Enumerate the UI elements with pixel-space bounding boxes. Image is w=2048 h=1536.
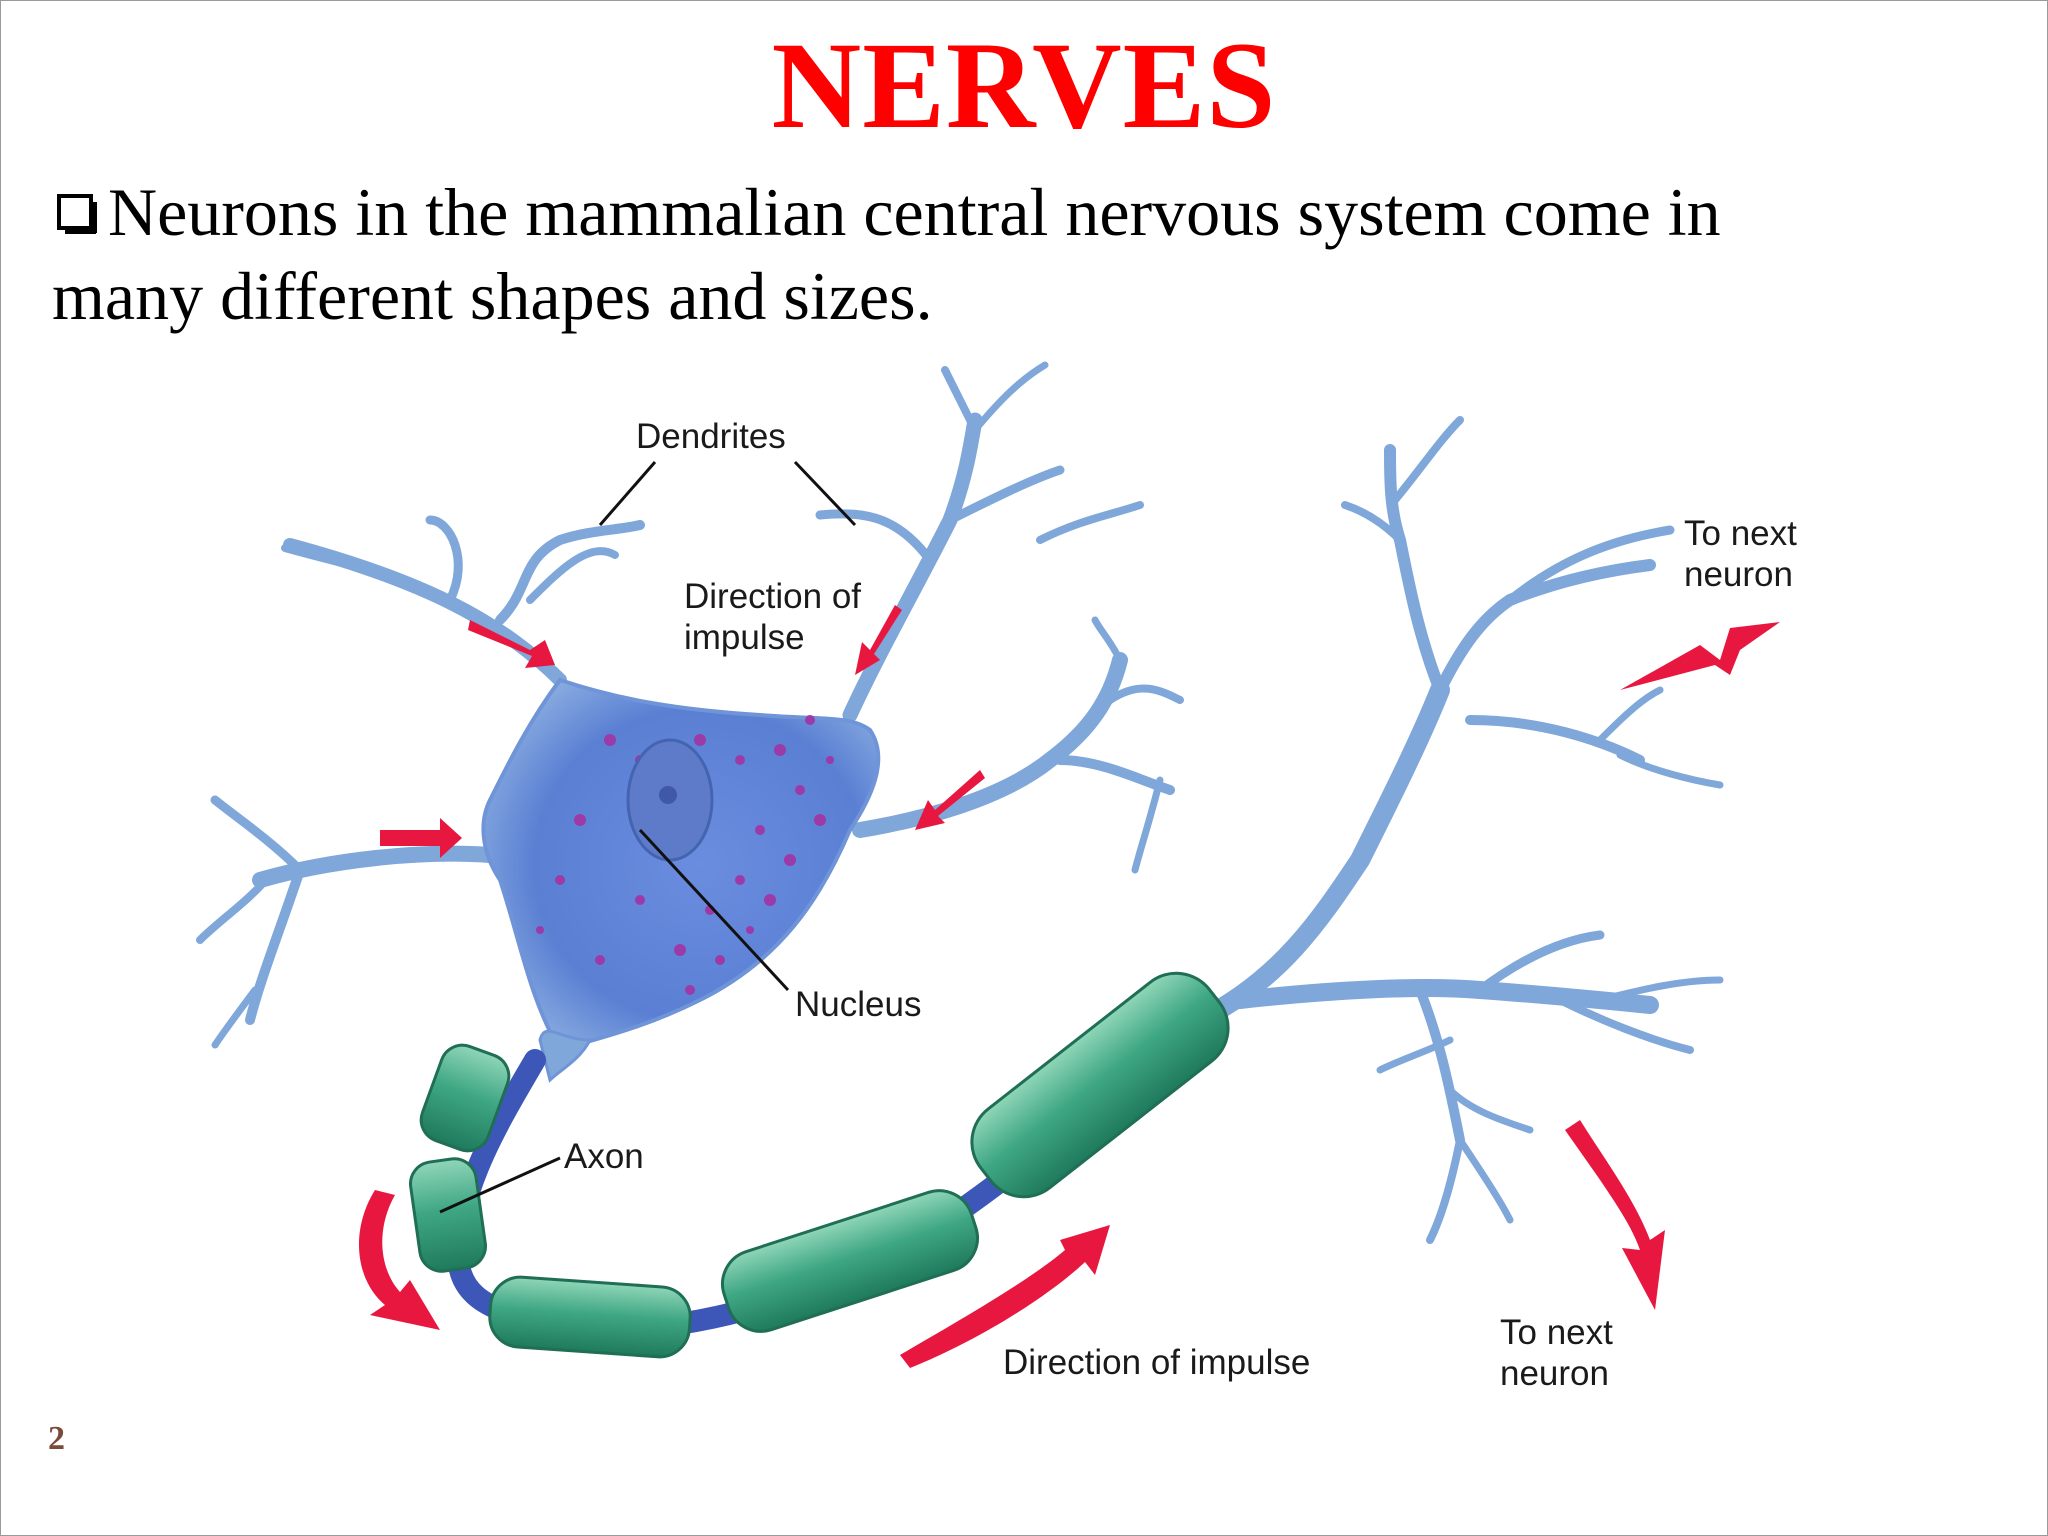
arrow-icon — [1565, 1120, 1665, 1310]
label-direction-of: Direction of — [684, 577, 861, 616]
bullet-text-line-2: many different shapes and sizes. — [52, 258, 933, 334]
page-number: 2 — [48, 1420, 65, 1457]
label-to-next-bottom: To next — [1500, 1313, 1613, 1352]
axon-hillock — [538, 1029, 593, 1083]
arrow-icon — [468, 620, 555, 668]
label-direction-of-impulse: Direction of impulse — [1003, 1343, 1310, 1382]
label-neuron-bottom: neuron — [1500, 1354, 1609, 1393]
arrow-icon — [358, 1190, 440, 1330]
label-impulse: impulse — [684, 618, 805, 657]
nucleolus — [659, 786, 677, 804]
slide-title: NERVES — [771, 17, 1277, 154]
label-dendrites: Dendrites — [636, 417, 786, 456]
arrow-icon — [1620, 622, 1780, 690]
bullet-paragraph: Neurons in the mammalian central nervous… — [52, 170, 1952, 338]
axon — [409, 971, 1230, 1359]
label-neuron-top: neuron — [1684, 555, 1793, 594]
arrow-icon — [900, 1225, 1110, 1368]
bullet-line-1: Neurons in the mammalian central nervous… — [52, 170, 1952, 254]
axon-terminals — [1190, 416, 1724, 1244]
arrow-icon — [380, 818, 462, 858]
leader-lines — [439, 460, 857, 1214]
myelin-sheath — [409, 971, 1230, 1359]
bullet-text-line-1: Neurons in the mammalian central nervous… — [108, 174, 1721, 250]
cell-body — [481, 677, 881, 1053]
arrow-icon — [855, 605, 902, 675]
checkbox-bullet-icon — [57, 194, 97, 234]
label-axon: Axon — [564, 1137, 644, 1176]
impulse-arrows — [358, 605, 1780, 1368]
dendrites — [196, 361, 1184, 1049]
label-nucleus: Nucleus — [795, 985, 921, 1024]
label-to-next-top: To next — [1684, 514, 1797, 553]
arrow-icon — [915, 770, 985, 830]
